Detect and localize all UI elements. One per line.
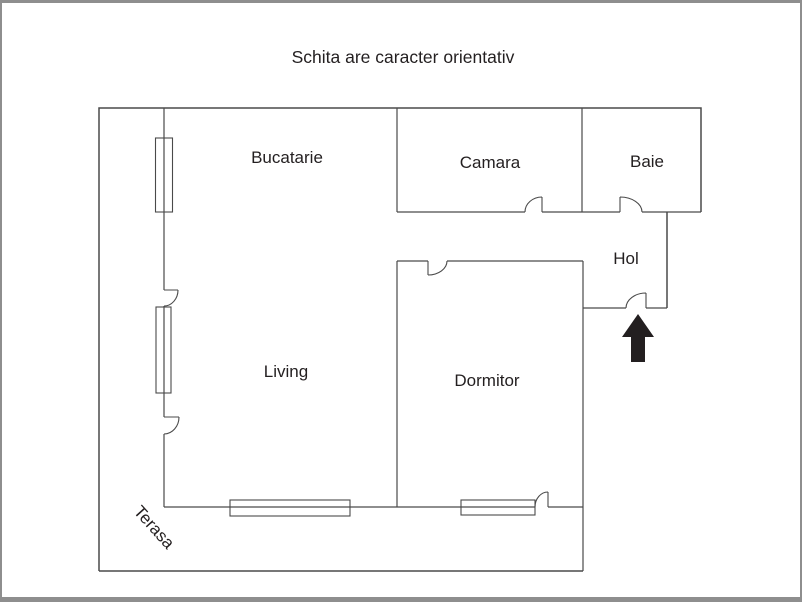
room-label-living: Living: [264, 362, 308, 381]
room-label-camara: Camara: [460, 153, 521, 172]
living-side-window: [155, 306, 172, 394]
entrance-door: [625, 292, 647, 309]
room-label-dormitor: Dormitor: [454, 371, 520, 390]
bath-door: [619, 196, 643, 213]
bedroom-walls: [396, 260, 584, 571]
living-bottom-window: [229, 499, 351, 517]
doors: [163, 196, 647, 508]
room-label-hol: Hol: [613, 249, 639, 268]
living-terrace-door-upper: [163, 289, 179, 307]
kitchen-window: [154, 137, 174, 213]
walls: [98, 107, 702, 572]
outer-wall: [98, 107, 702, 572]
room-label-baie: Baie: [630, 152, 664, 171]
frame-edge-left: [0, 0, 2, 602]
bedroom-bottom-window: [460, 499, 536, 516]
frame-edge-right: [800, 0, 802, 602]
room-label-terasa: Terasa: [130, 502, 179, 553]
bedroom-top-door: [427, 260, 448, 276]
frame-edge-top: [0, 0, 802, 3]
bedroom-terrace-door: [534, 491, 549, 508]
room-label-bucatarie: Bucatarie: [251, 148, 323, 167]
frame-edge-bottom: [0, 597, 802, 602]
living-terrace-door-lower: [163, 416, 180, 435]
page-title: Schita are caracter orientativ: [292, 47, 515, 67]
entrance-arrow-icon: [622, 314, 654, 362]
pantry-door: [524, 196, 543, 213]
windows: [154, 137, 536, 517]
